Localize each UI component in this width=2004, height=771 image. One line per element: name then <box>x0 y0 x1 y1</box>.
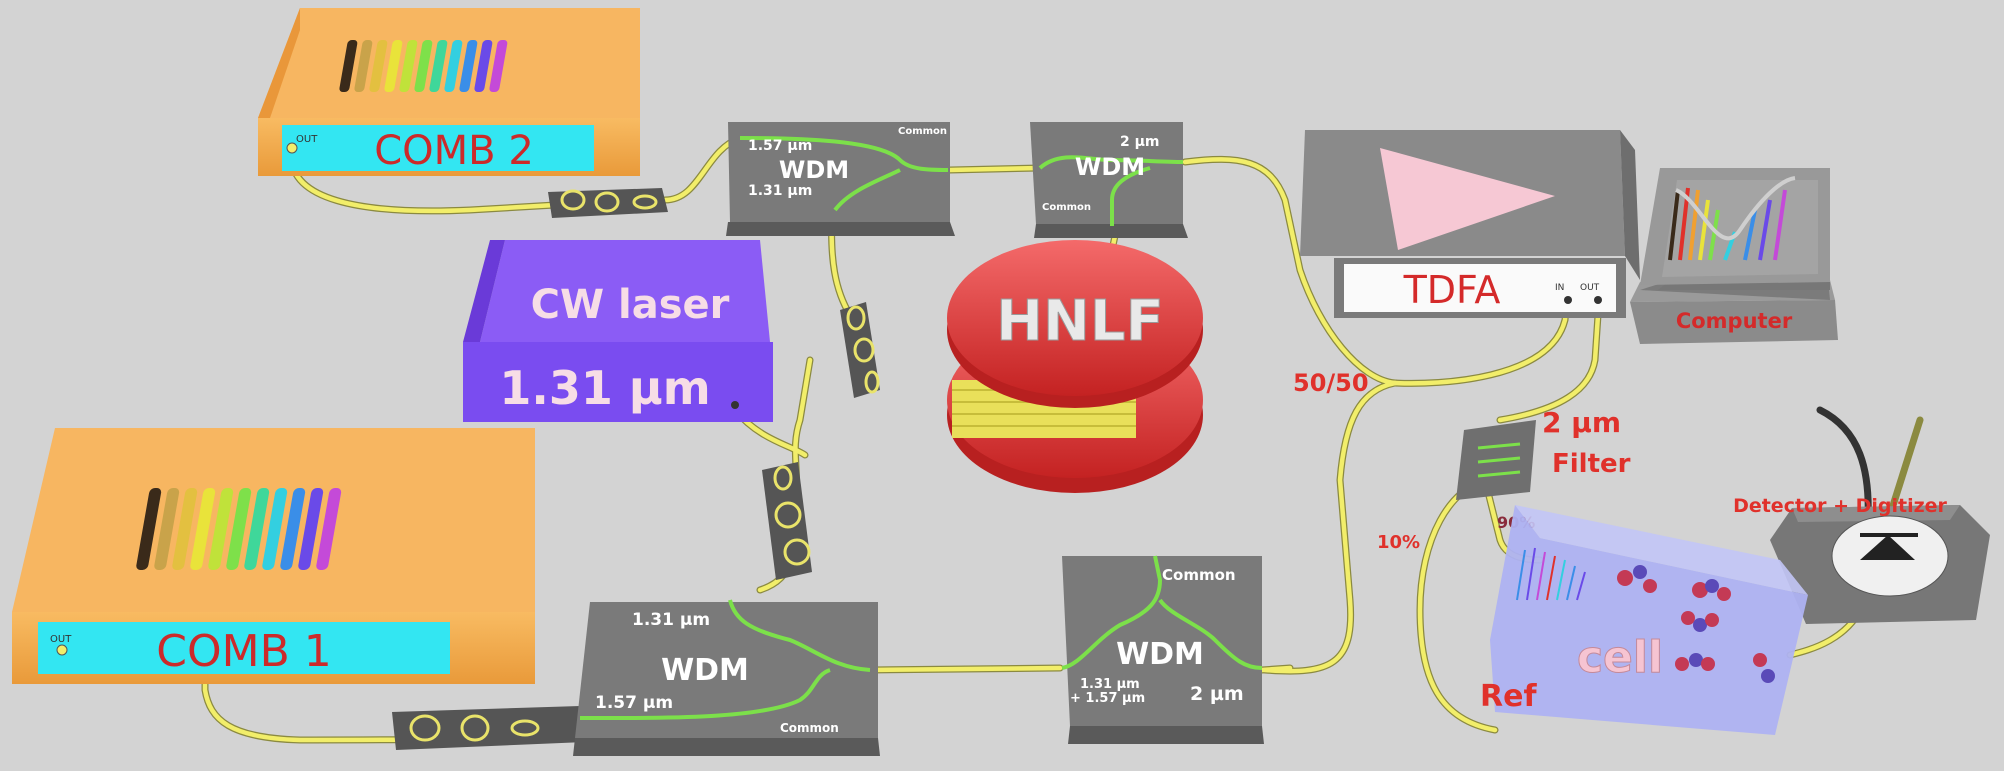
wdm-top-left-port-common: Common <box>898 126 947 137</box>
wdm-top-left-port-b: 1.31 µm <box>748 183 812 199</box>
ratio-10-label: 10% <box>1377 532 1420 553</box>
wdm-top-right-port-common: Common <box>1042 202 1091 213</box>
filter-label-line1: 2 µm <box>1542 406 1621 439</box>
cw-laser-out-port[interactable] <box>731 401 739 409</box>
comb1-source: COMB 1 OUT <box>12 428 535 684</box>
hnlf-label: HNLF <box>996 289 1164 354</box>
filter-label-line2: Filter <box>1552 449 1631 479</box>
comb2-spectrum <box>339 40 508 92</box>
wdm-top-left-title: WDM <box>779 156 849 184</box>
tdfa-out-label: OUT <box>1580 283 1600 293</box>
comb1-out-port[interactable] <box>56 644 68 656</box>
comb2-label: COMB 2 <box>374 128 534 174</box>
computer: Computer <box>1630 168 1838 344</box>
computer-spectrum-display <box>1668 176 1796 261</box>
wdm-bottom-left-title: WDM <box>661 653 749 688</box>
tdfa-label-panel <box>1344 264 1616 312</box>
tdfa-amplifier: TDFA IN OUT <box>1300 130 1640 318</box>
polarization-controller-top[interactable] <box>548 188 668 218</box>
wdm-bottom-right-port-2um: 2 µm <box>1190 683 1244 705</box>
wdm-top-left-port-a: 1.57 µm <box>748 138 812 154</box>
comb1-label-panel <box>38 622 450 674</box>
computer-label: Computer <box>1676 309 1793 333</box>
wdm-top-left: 1.57 µm 1.31 µm Common WDM <box>726 122 955 236</box>
comb1-port-label: OUT <box>50 634 72 645</box>
wdm-bottom-left-port-b: 1.57 µm <box>595 693 673 713</box>
wdm-bottom-right-port-mix-1: 1.31 µm <box>1080 677 1140 692</box>
gas-cell: cell <box>1490 505 1808 735</box>
splitter-ratio-label: 50/50 <box>1293 369 1369 397</box>
wdm-top-right-title: WDM <box>1075 153 1145 181</box>
hnlf-spool: HNLF <box>947 240 1203 493</box>
wdm-bottom-left: 1.31 µm 1.57 µm Common WDM <box>573 599 880 756</box>
comb2-source: COMB 2 OUT <box>258 8 640 176</box>
detector-digitizer: Detector + Digitizer <box>1733 495 1990 624</box>
ref-label: Ref <box>1480 679 1537 714</box>
wdm-bottom-right-port-common: Common <box>1162 566 1236 584</box>
wdm-bottom-left-port-common: Common <box>780 721 839 735</box>
photodiode-icon <box>1860 535 1915 560</box>
tdfa-in-label: IN <box>1555 283 1564 293</box>
wdm-top-right-port-a: 2 µm <box>1120 134 1160 150</box>
wdm-bottom-right: Common 1.31 µm + 1.57 µm 2 µm WDM <box>1061 555 1264 744</box>
comb2-out-port[interactable] <box>286 142 298 154</box>
polarization-controller-bottom[interactable] <box>392 706 585 750</box>
detector-label: Detector + Digitizer <box>1733 495 1947 517</box>
bandpass-filter: 2 µm Filter <box>1456 406 1631 500</box>
polarization-controller-mid-lower[interactable] <box>762 462 812 580</box>
cell-spectrum <box>1516 547 1586 601</box>
wdm-bottom-right-port-mix-2: + 1.57 µm <box>1070 691 1145 706</box>
amplifier-triangle-icon <box>1380 148 1555 250</box>
polarization-controller-mid-upper[interactable] <box>840 302 880 398</box>
wdm-bottom-right-title: WDM <box>1116 637 1204 672</box>
comb1-label: COMB 1 <box>156 626 331 677</box>
cw-laser-title: CW laser <box>531 282 730 328</box>
tdfa-label: TDFA <box>1403 268 1501 312</box>
comb2-label-panel <box>282 125 594 171</box>
tdfa-out-port[interactable] <box>1594 296 1602 304</box>
wdm-bottom-left-port-a: 1.31 µm <box>632 610 710 630</box>
tdfa-in-port[interactable] <box>1564 296 1572 304</box>
cw-laser: CW laser 1.31 µm <box>463 240 773 422</box>
cw-laser-wavelength: 1.31 µm <box>499 361 710 415</box>
comb1-spectrum <box>136 488 342 570</box>
cell-label: cell <box>1577 632 1663 683</box>
comb2-port-label: OUT <box>296 134 318 145</box>
molecule-icons <box>1617 565 1775 683</box>
wdm-top-right: 2 µm Common WDM <box>1030 122 1188 238</box>
